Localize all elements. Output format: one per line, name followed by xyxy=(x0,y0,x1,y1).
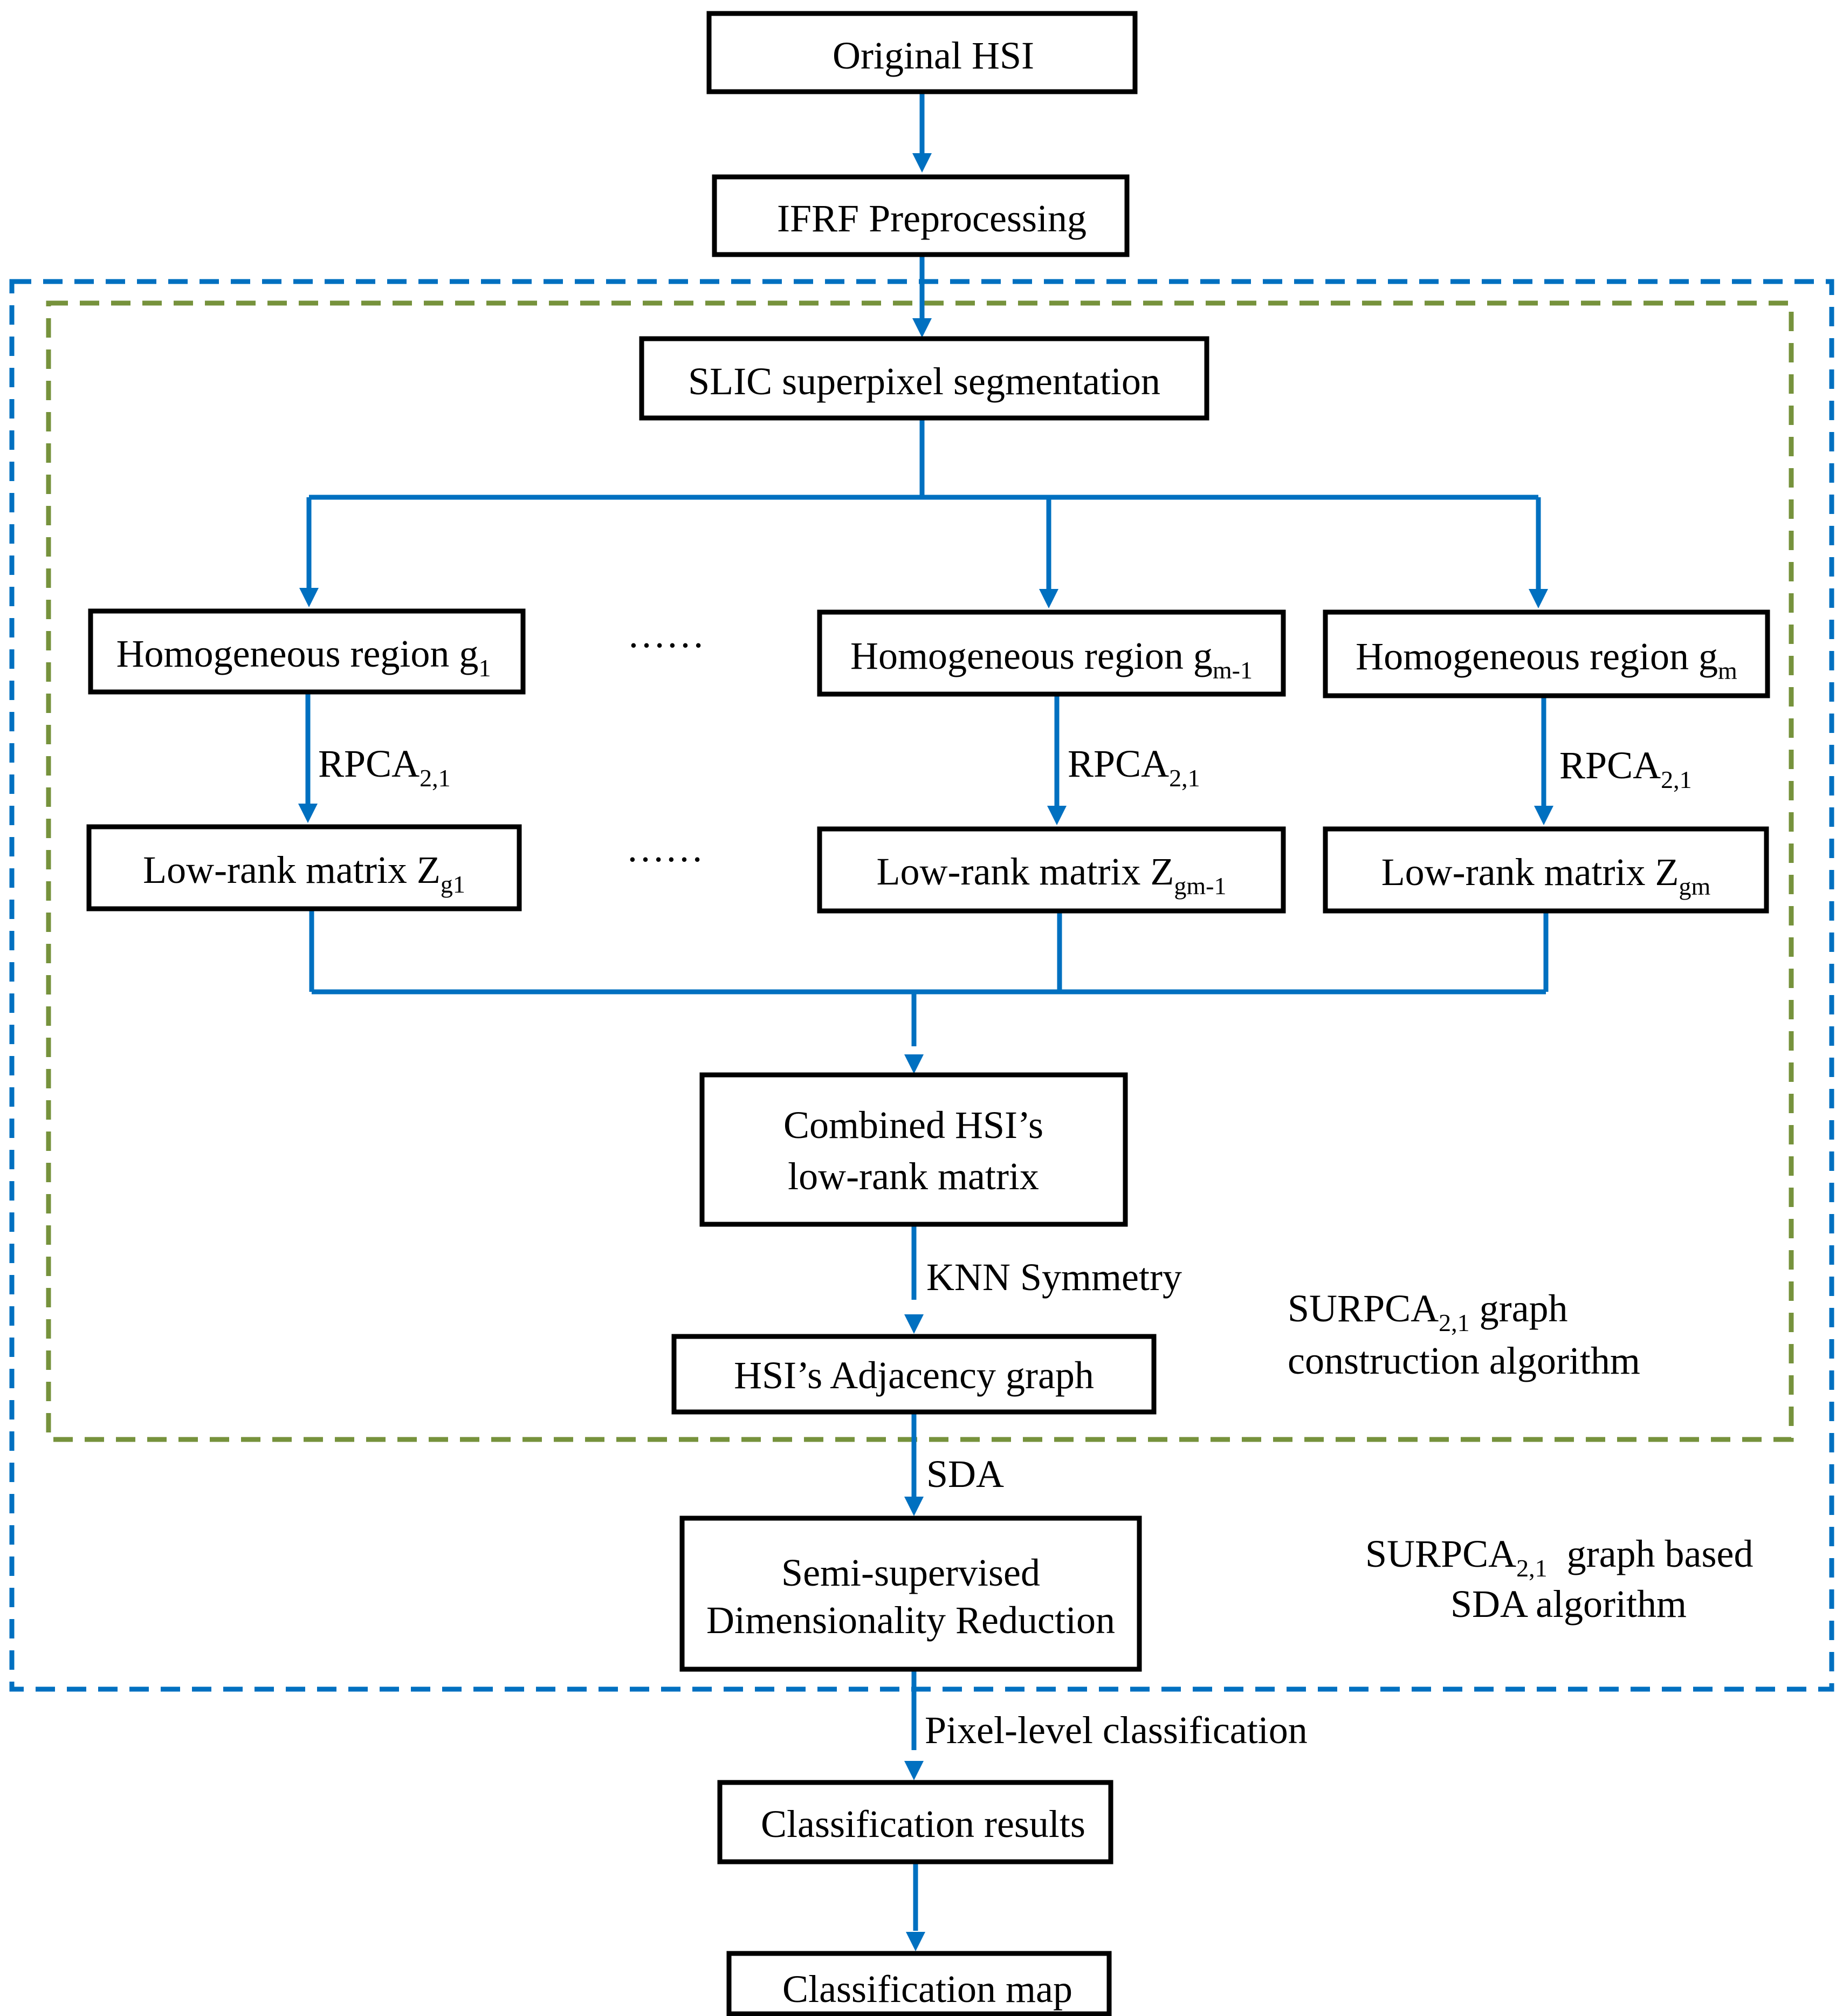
knn-symmetry-label: KNN Symmetry xyxy=(926,1256,1182,1299)
rpca-label-g1: RPCA2,1 xyxy=(318,742,451,792)
region-gm-node: Homogeneous region gm xyxy=(1323,609,1770,698)
lowrank-ellipsis: …… xyxy=(626,827,704,870)
lowrank-gm1-label: Low-rank matrix Zgm-1 xyxy=(877,850,1227,900)
sda-label: SDA xyxy=(926,1452,1004,1496)
region-g1-label: Homogeneous region g1 xyxy=(116,632,491,682)
lowrank-gm-node: Low-rank matrix Zgm xyxy=(1323,826,1769,914)
region-gm1-label: Homogeneous region gm-1 xyxy=(850,634,1253,684)
original-hsi-label: Original HSI xyxy=(833,34,1034,77)
ssdr-node: Semi-supervised Dimensionality Reduction xyxy=(679,1516,1142,1672)
lowrank-g1-node: Low-rank matrix Zg1 xyxy=(86,824,522,911)
classification-results-node: Classification results xyxy=(717,1780,1113,1864)
combined-lowrank-line2: low-rank matrix xyxy=(788,1155,1039,1198)
rpca-label-gm1: RPCA2,1 xyxy=(1068,742,1200,792)
arrowheads xyxy=(298,153,1553,1951)
adjacency-graph-node: HSI’s Adjacency graph xyxy=(671,1334,1157,1415)
ssdr-line2: Dimensionality Reduction xyxy=(706,1599,1115,1642)
combined-lowrank-line1: Combined HSI’s xyxy=(783,1103,1043,1147)
region-g1-node: Homogeneous region g1 xyxy=(88,608,526,695)
classification-map-node: Classification map xyxy=(726,1951,1112,2016)
ssdr-line1: Semi-supervised xyxy=(781,1551,1040,1594)
inner-frame-caption-line1: SURPCA2,1 graph xyxy=(1288,1287,1568,1336)
classification-results-label: Classification results xyxy=(761,1802,1085,1846)
ifrf-preprocessing-label: IFRF Preprocessing xyxy=(777,197,1087,240)
inner-frame-caption-line2: construction algorithm xyxy=(1288,1339,1640,1382)
original-hsi-node: Original HSI xyxy=(706,11,1138,94)
lowrank-gm1-node: Low-rank matrix Zgm-1 xyxy=(817,826,1286,914)
slic-segmentation-node: SLIC superpixel segmentation xyxy=(639,336,1209,421)
ifrf-preprocessing-node: IFRF Preprocessing xyxy=(712,174,1130,257)
region-gm-label: Homogeneous region gm xyxy=(1356,635,1737,684)
outer-frame-caption-line2: SDA algorithm xyxy=(1450,1582,1687,1626)
rpca-label-gm: RPCA2,1 xyxy=(1559,744,1692,793)
outer-frame-caption-line1: SURPCA2,1 graph based xyxy=(1365,1532,1754,1582)
pixel-classification-label: Pixel-level classification xyxy=(925,1709,1308,1752)
flow-lines xyxy=(305,92,1549,1931)
classification-map-label: Classification map xyxy=(782,1967,1072,2011)
adjacency-graph-label: HSI’s Adjacency graph xyxy=(734,1354,1094,1397)
region-ellipsis: …… xyxy=(627,613,705,656)
lowrank-g1-label: Low-rank matrix Zg1 xyxy=(143,848,465,898)
combined-lowrank-node: Combined HSI’s low-rank matrix xyxy=(699,1072,1128,1227)
slic-segmentation-label: SLIC superpixel segmentation xyxy=(688,360,1160,403)
lowrank-gm-label: Low-rank matrix Zgm xyxy=(1381,851,1711,900)
region-gm1-node: Homogeneous region gm-1 xyxy=(817,609,1286,697)
